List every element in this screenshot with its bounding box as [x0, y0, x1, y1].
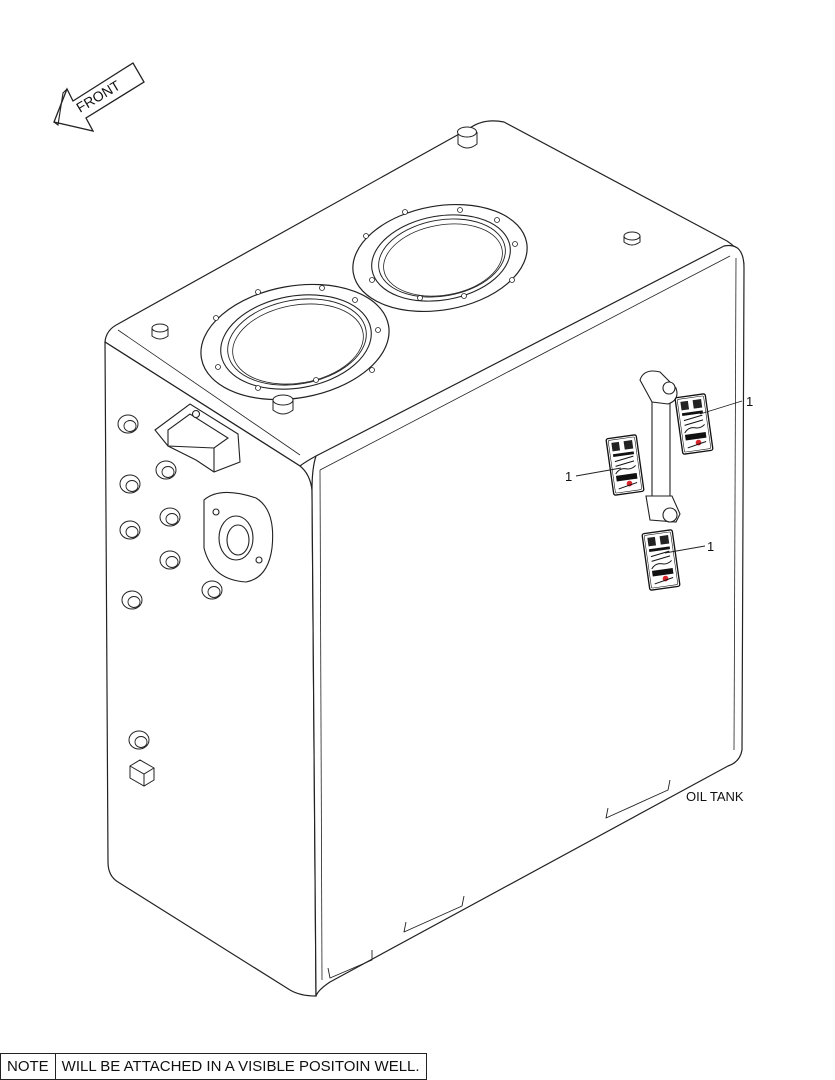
note-tag: NOTE	[1, 1054, 56, 1079]
bracket	[154, 403, 241, 473]
side-flange	[203, 491, 274, 583]
flange-bolt-holes	[213, 207, 518, 391]
callout-label: 1	[746, 394, 753, 409]
callout-label: 1	[707, 539, 714, 554]
top-flange-front	[200, 283, 390, 401]
note-box: NOTE WILL BE ATTACHED IN A VISIBLE POSIT…	[0, 1053, 427, 1080]
note-text: WILL BE ATTACHED IN A VISIBLE POSITOIN W…	[61, 1058, 420, 1075]
drain-plug	[129, 759, 155, 787]
part-name-label: OIL TANK	[686, 789, 744, 804]
top-boss	[151, 126, 641, 415]
callout-label: 1	[565, 469, 572, 484]
front-arrow-icon: FRONT	[53, 62, 145, 132]
top-flange-rear	[352, 203, 528, 313]
callout-leaders	[575, 400, 743, 554]
level-gauge	[639, 370, 681, 523]
